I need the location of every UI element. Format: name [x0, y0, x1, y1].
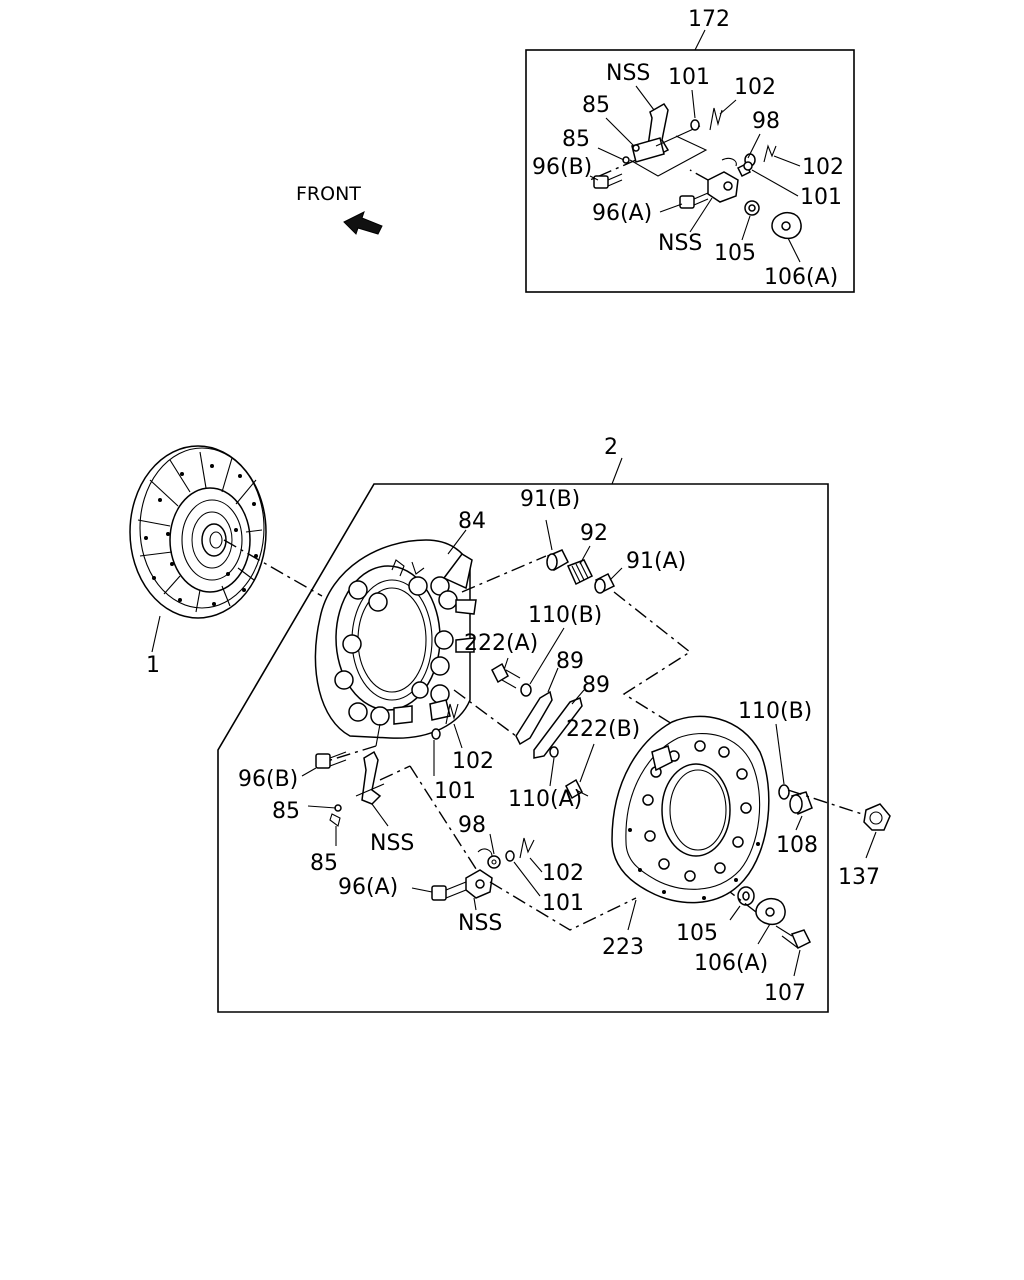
inset-label-85-b: 85	[562, 127, 590, 152]
spring-seat-91b	[546, 549, 569, 572]
strap-89-a	[515, 690, 553, 746]
inset-plate-106a	[771, 212, 802, 240]
inset-release-lever	[589, 103, 701, 181]
inset-assembly-172: 172	[525, 7, 855, 293]
inset-frame	[525, 49, 855, 293]
label-107: 107	[764, 981, 806, 1006]
label-92: 92	[580, 521, 608, 546]
inset-label-85-a: 85	[582, 93, 610, 118]
label-nss-b: NSS	[458, 911, 502, 936]
inset-label-102-right: 102	[802, 155, 844, 180]
nut-105	[737, 886, 755, 906]
label-110b-right: 110(B)	[738, 699, 812, 724]
inset-label-102-top: 102	[734, 75, 776, 100]
label-85-a: 85	[272, 799, 300, 824]
nut-108	[789, 791, 813, 816]
label-98: 98	[458, 813, 486, 838]
inset-label-105: 105	[714, 241, 756, 266]
inset-label-101-right: 101	[800, 185, 842, 210]
inset-label-98: 98	[752, 109, 780, 134]
label-84: 84	[458, 509, 486, 534]
assembly-frame	[217, 483, 829, 1013]
label-2: 2	[604, 435, 618, 460]
release-lever	[355, 750, 385, 805]
label-101-a: 101	[434, 779, 476, 804]
nut-98	[487, 855, 501, 869]
inset-label-96a: 96(A)	[592, 201, 652, 226]
bolt-222b	[565, 778, 589, 800]
front-arrow-icon	[343, 211, 383, 235]
inset-label-106a: 106(A)	[764, 265, 838, 290]
label-223: 223	[602, 935, 644, 960]
inset-adjuster-block	[689, 162, 752, 203]
strap-89-b	[533, 696, 583, 759]
bolt-96b	[315, 751, 347, 769]
label-96b: 96(B)	[238, 767, 298, 792]
label-222a: 222(A)	[464, 631, 538, 656]
bolt-222a	[491, 662, 521, 689]
inset-label-nss-top: NSS	[606, 61, 650, 86]
label-91a: 91(A)	[626, 549, 686, 574]
inset-label-101-top: 101	[668, 65, 710, 90]
label-106a: 106(A)	[694, 951, 768, 976]
inset-label-nss-bottom: NSS	[658, 231, 702, 256]
front-direction-indicator: FRONT	[296, 183, 383, 235]
label-1: 1	[146, 653, 160, 678]
label-105: 105	[676, 921, 718, 946]
bolt-96a	[431, 881, 467, 901]
pressure-plate-223	[611, 715, 770, 904]
clutch-cover-84	[314, 539, 477, 739]
label-89-b: 89	[582, 673, 610, 698]
label-172: 172	[688, 7, 730, 32]
label-108: 108	[776, 833, 818, 858]
front-label: FRONT	[296, 183, 361, 205]
label-85-b: 85	[310, 851, 338, 876]
label-222b: 222(B)	[566, 717, 640, 742]
clutch-disc-1	[129, 445, 267, 619]
adjuster-block	[465, 869, 493, 899]
inset-bolt-96b	[593, 173, 623, 189]
label-102-a: 102	[452, 749, 494, 774]
label-96a: 96(A)	[338, 875, 398, 900]
clutch-cover-assembly-2: 2 84	[217, 435, 891, 1013]
label-nss-a: NSS	[370, 831, 414, 856]
label-89-a: 89	[556, 649, 584, 674]
label-91b: 91(B)	[520, 487, 580, 512]
label-110b-top: 110(B)	[528, 603, 602, 628]
bolt-137	[863, 803, 891, 831]
inset-nut-105	[744, 200, 760, 216]
bolt-107	[775, 925, 812, 950]
label-102-b: 102	[542, 861, 584, 886]
label-110a: 110(A)	[508, 787, 582, 812]
spring-92	[566, 559, 594, 586]
spring-seat-91a	[594, 572, 616, 594]
plate-106a	[755, 898, 786, 926]
label-137: 137	[838, 865, 880, 890]
inset-label-96b: 96(B)	[532, 155, 592, 180]
inset-bolt-96a	[679, 192, 709, 209]
label-101-b: 101	[542, 891, 584, 916]
